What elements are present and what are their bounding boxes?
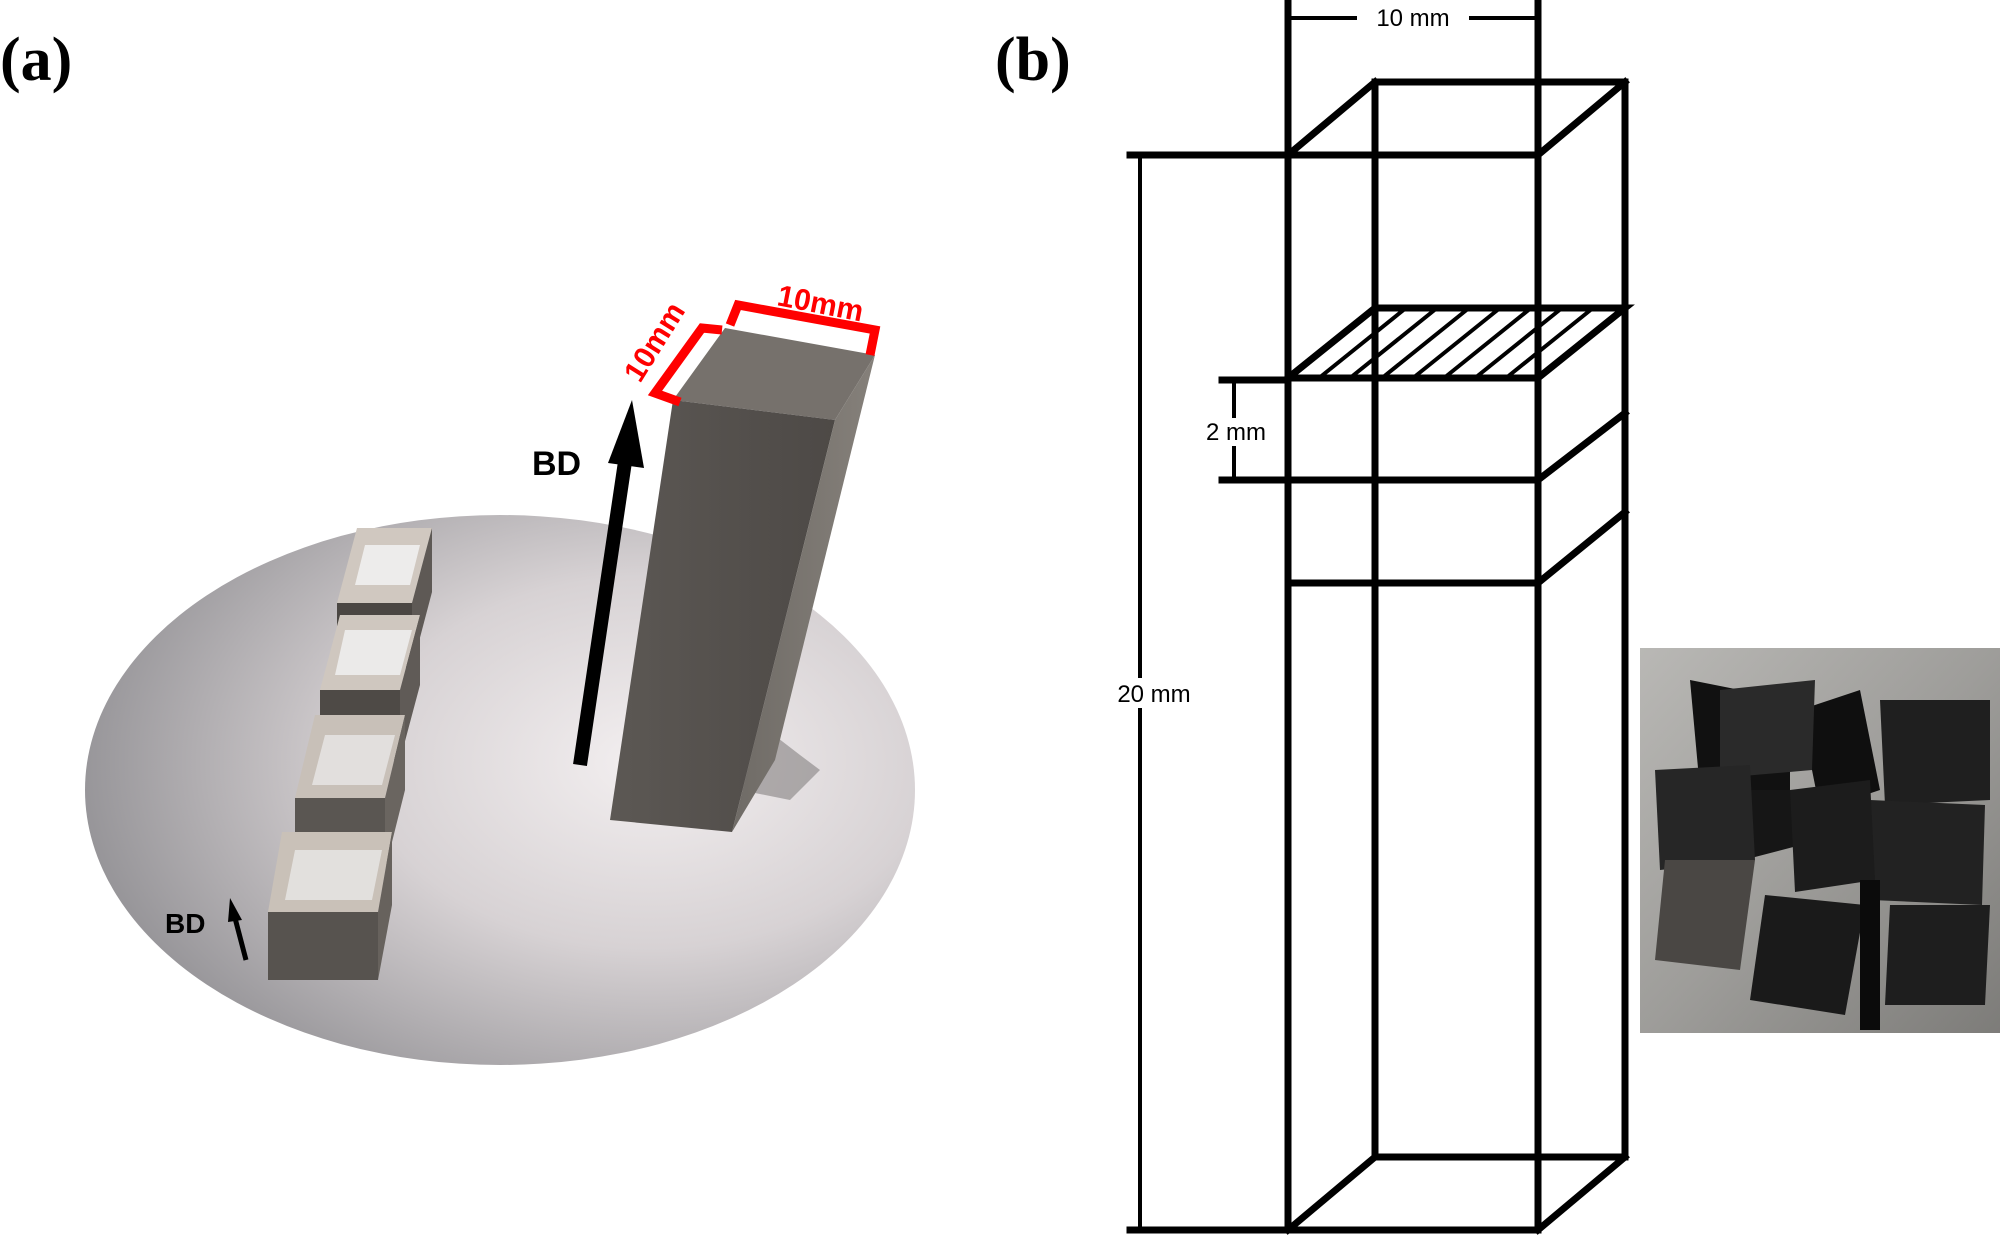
pillar-top-face: [673, 328, 875, 420]
small-build-direction-arrow: [228, 898, 249, 961]
pillar-side-face: [732, 355, 875, 832]
slice-label: 2 mm: [1206, 419, 1266, 446]
width-label: 10 mm: [1376, 5, 1449, 32]
top-depth-label: 10mm: [618, 297, 692, 388]
hatched-cut-plane: [1278, 304, 1635, 382]
top-depth-bracket: [647, 323, 723, 407]
sliced-samples-photo: [1640, 648, 2000, 1033]
build-direction-arrow: [573, 400, 644, 767]
height-label: 20 mm: [1117, 681, 1190, 708]
schematic-b-specimen: 10 mm 20 mm 2 mm: [1095, 0, 1635, 1235]
small-build-direction-label: BD: [165, 908, 205, 939]
panel-b-label: (b): [995, 26, 1071, 94]
pillar-front-face: [610, 400, 835, 832]
pillar-dimension-brackets: [647, 299, 881, 407]
top-width-bracket: [725, 299, 881, 356]
small-cube: [268, 832, 392, 980]
tall-pillar-sample: [610, 328, 875, 832]
build-direction-label: BD: [532, 445, 581, 483]
photo-a-sample-illustration: 10mm 10mm BD BD: [85, 279, 915, 1065]
panel-a-label: (a): [0, 26, 72, 94]
